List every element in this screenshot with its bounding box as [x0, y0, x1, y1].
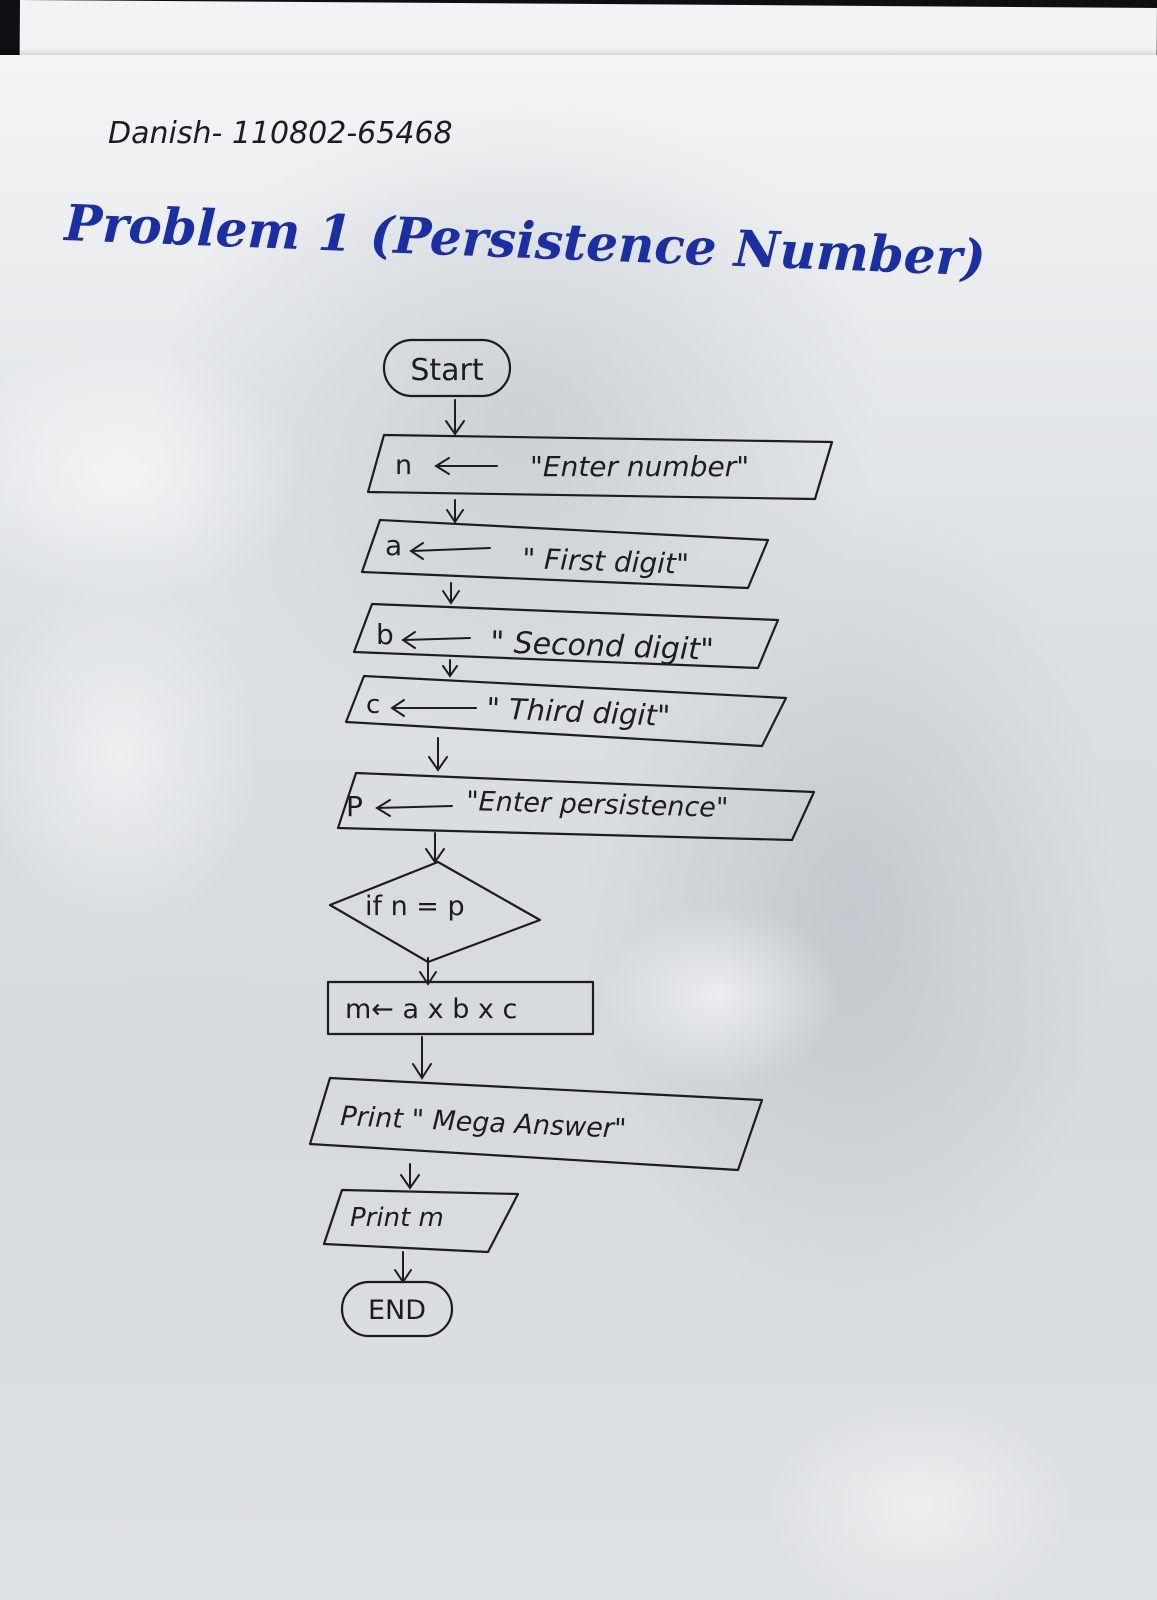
- start-shape: [382, 338, 512, 398]
- arrow-p-to-decision: [425, 832, 445, 864]
- decision-label: if n = p: [365, 891, 465, 922]
- input-b-prompt: " Second digit": [490, 625, 715, 668]
- input-c-var: c: [366, 690, 380, 720]
- decision: if n = p: [328, 860, 542, 964]
- process-shape: [326, 980, 595, 1036]
- input-a: a " First digit": [360, 518, 770, 590]
- input-c-shape: [344, 674, 788, 748]
- process: m← a x b x c: [326, 980, 595, 1036]
- left-arrow-icon: [409, 542, 491, 560]
- start-terminal: Start: [382, 338, 512, 398]
- end-label: END: [368, 1295, 426, 1326]
- input-c: c " Third digit": [344, 674, 788, 748]
- output1-shape: [308, 1076, 764, 1172]
- input-p-shape: [336, 771, 816, 842]
- input-b-shape: [352, 602, 780, 670]
- input-n-var: n: [395, 450, 412, 481]
- start-label: Start: [410, 353, 484, 388]
- page-title: Problem 1 (Persistence Number): [62, 193, 987, 287]
- input-c-prompt: " Third digit": [486, 691, 671, 733]
- left-arrow-icon: [401, 631, 471, 649]
- input-a-var: a: [385, 529, 402, 562]
- end-shape: [340, 1280, 454, 1338]
- input-a-shape: [360, 518, 770, 590]
- output-m: Print m: [322, 1188, 520, 1254]
- arrow-start-to-n: [445, 399, 465, 436]
- output2-label: Print m: [350, 1203, 444, 1233]
- input-p-prompt: "Enter persistence": [466, 786, 729, 824]
- arrow-b-to-c: [442, 659, 458, 678]
- output-mega-answer: Print " Mega Answer": [308, 1076, 764, 1172]
- input-n-prompt: "Enter number": [530, 450, 749, 483]
- output2-shape: [322, 1188, 520, 1254]
- input-a-prompt: " First digit": [522, 542, 690, 581]
- arrow-n-to-a: [446, 499, 464, 524]
- input-p: P "Enter persistence": [336, 771, 816, 842]
- left-arrow-icon: [375, 799, 453, 817]
- end-terminal: END: [340, 1280, 454, 1338]
- arrow-c-to-p: [428, 737, 448, 772]
- arrow-a-to-b: [442, 582, 460, 605]
- output1-label: Print " Mega Answer": [340, 1101, 627, 1145]
- paper-sheet: [0, 55, 1157, 1600]
- input-b-var: b: [376, 618, 394, 651]
- arrow-output2-to-end: [394, 1251, 412, 1284]
- process-label: m← a x b x c: [345, 994, 517, 1025]
- arrow-output1-to-output2: [400, 1163, 420, 1190]
- arrow-process-to-output1: [412, 1036, 432, 1080]
- left-arrow-icon: [390, 699, 477, 717]
- author-line: Danish- 110802-65468: [108, 116, 453, 151]
- left-arrow-icon: [434, 457, 498, 475]
- input-p-var: P: [346, 790, 363, 823]
- input-n: n "Enter number": [366, 433, 834, 501]
- input-n-shape: [366, 433, 834, 501]
- arrow-decision-to-process: [419, 957, 437, 986]
- input-b: b " Second digit": [352, 602, 780, 670]
